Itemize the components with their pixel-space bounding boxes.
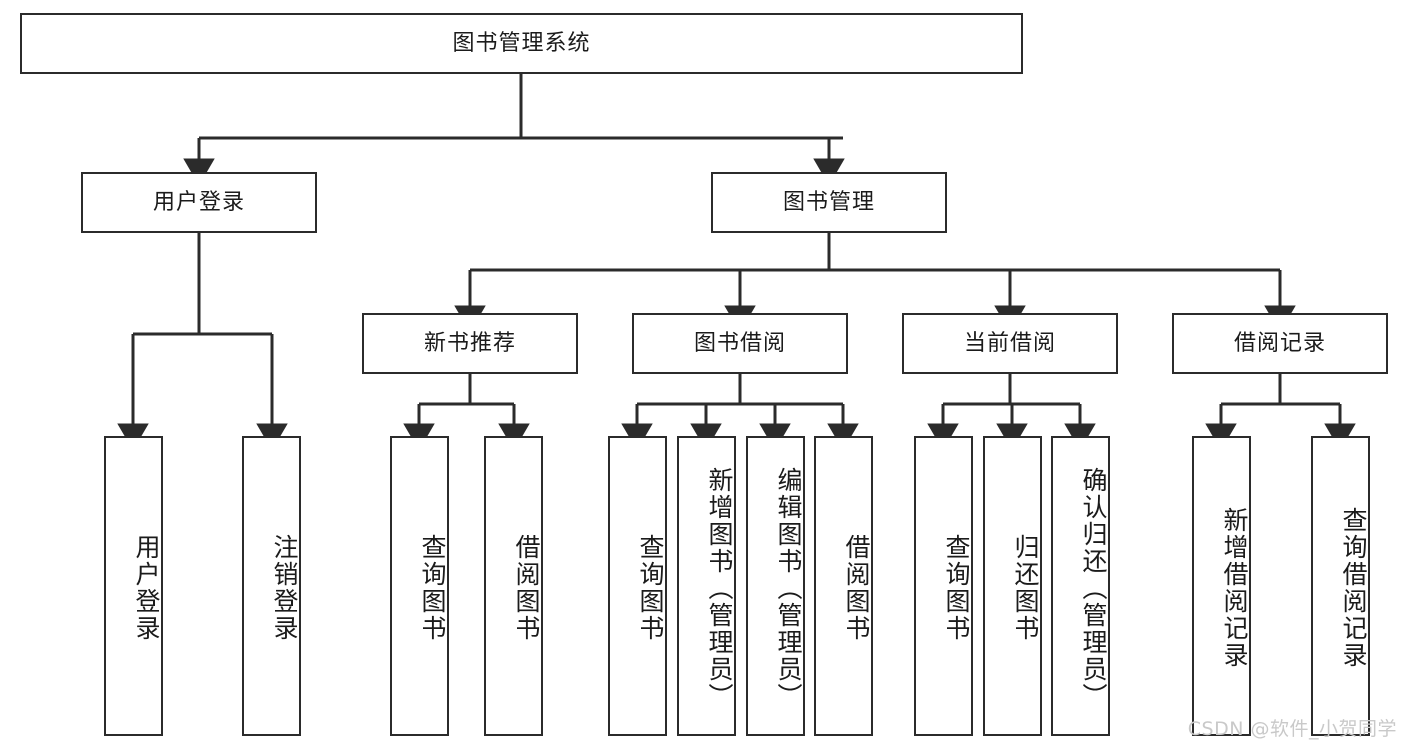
- leaf-borrow-record-query-record[interactable]: 查询借阅记录: [1311, 436, 1370, 736]
- node-book-borrowing[interactable]: 图书借阅: [632, 313, 848, 374]
- node-label: 用户登录: [152, 189, 245, 215]
- node-label: 查询图书: [636, 534, 665, 642]
- node-label: 图书管理系统: [452, 30, 591, 56]
- node-label: 新增借阅记录: [1220, 507, 1249, 669]
- leaf-current-borrow-query-books[interactable]: 查询图书: [914, 436, 973, 736]
- leaf-new-book-query-books[interactable]: 查询图书: [390, 436, 449, 736]
- node-label: 借阅图书: [842, 534, 871, 642]
- node-label: 新增图书（管理员）: [705, 466, 734, 710]
- leaf-book-borrow-borrow-books[interactable]: 借阅图书: [814, 436, 873, 736]
- leaf-new-book-borrow-books[interactable]: 借阅图书: [484, 436, 543, 736]
- node-label: 图书管理: [782, 189, 875, 215]
- node-book-management[interactable]: 图书管理: [711, 172, 947, 233]
- node-current-borrowing[interactable]: 当前借阅: [902, 313, 1118, 374]
- node-label: 用户登录: [132, 534, 161, 642]
- node-label: 借阅记录: [1233, 330, 1326, 356]
- csdn-watermark: CSDN @软件_小贺同学: [1187, 718, 1397, 740]
- node-label: 借阅图书: [512, 534, 541, 642]
- leaf-current-borrow-return-books[interactable]: 归还图书: [983, 436, 1042, 736]
- node-borrowing-records[interactable]: 借阅记录: [1172, 313, 1388, 374]
- node-label: 当前借阅: [963, 330, 1056, 356]
- leaf-user-login-login[interactable]: 用户登录: [104, 436, 163, 736]
- node-label: 查询借阅记录: [1339, 507, 1368, 669]
- node-new-book-recommendation[interactable]: 新书推荐: [362, 313, 578, 374]
- leaf-book-borrow-edit-book-admin[interactable]: 编辑图书（管理员）: [746, 436, 805, 736]
- node-label: 查询图书: [942, 534, 971, 642]
- node-root-book-management-system[interactable]: 图书管理系统: [20, 13, 1023, 74]
- node-label: 注销登录: [270, 534, 299, 642]
- node-label: 新书推荐: [423, 330, 516, 356]
- node-label: 编辑图书（管理员）: [774, 466, 803, 710]
- node-label: 图书借阅: [693, 330, 786, 356]
- node-user-login[interactable]: 用户登录: [81, 172, 317, 233]
- leaf-book-borrow-query-books[interactable]: 查询图书: [608, 436, 667, 736]
- node-label: 归还图书: [1011, 534, 1040, 642]
- node-label: 查询图书: [418, 534, 447, 642]
- leaf-borrow-record-add-record[interactable]: 新增借阅记录: [1192, 436, 1251, 736]
- leaf-current-borrow-confirm-return-admin[interactable]: 确认归还（管理员）: [1051, 436, 1110, 736]
- leaf-user-login-logout[interactable]: 注销登录: [242, 436, 301, 736]
- node-label: 确认归还（管理员）: [1079, 466, 1108, 710]
- leaf-book-borrow-add-book-admin[interactable]: 新增图书（管理员）: [677, 436, 736, 736]
